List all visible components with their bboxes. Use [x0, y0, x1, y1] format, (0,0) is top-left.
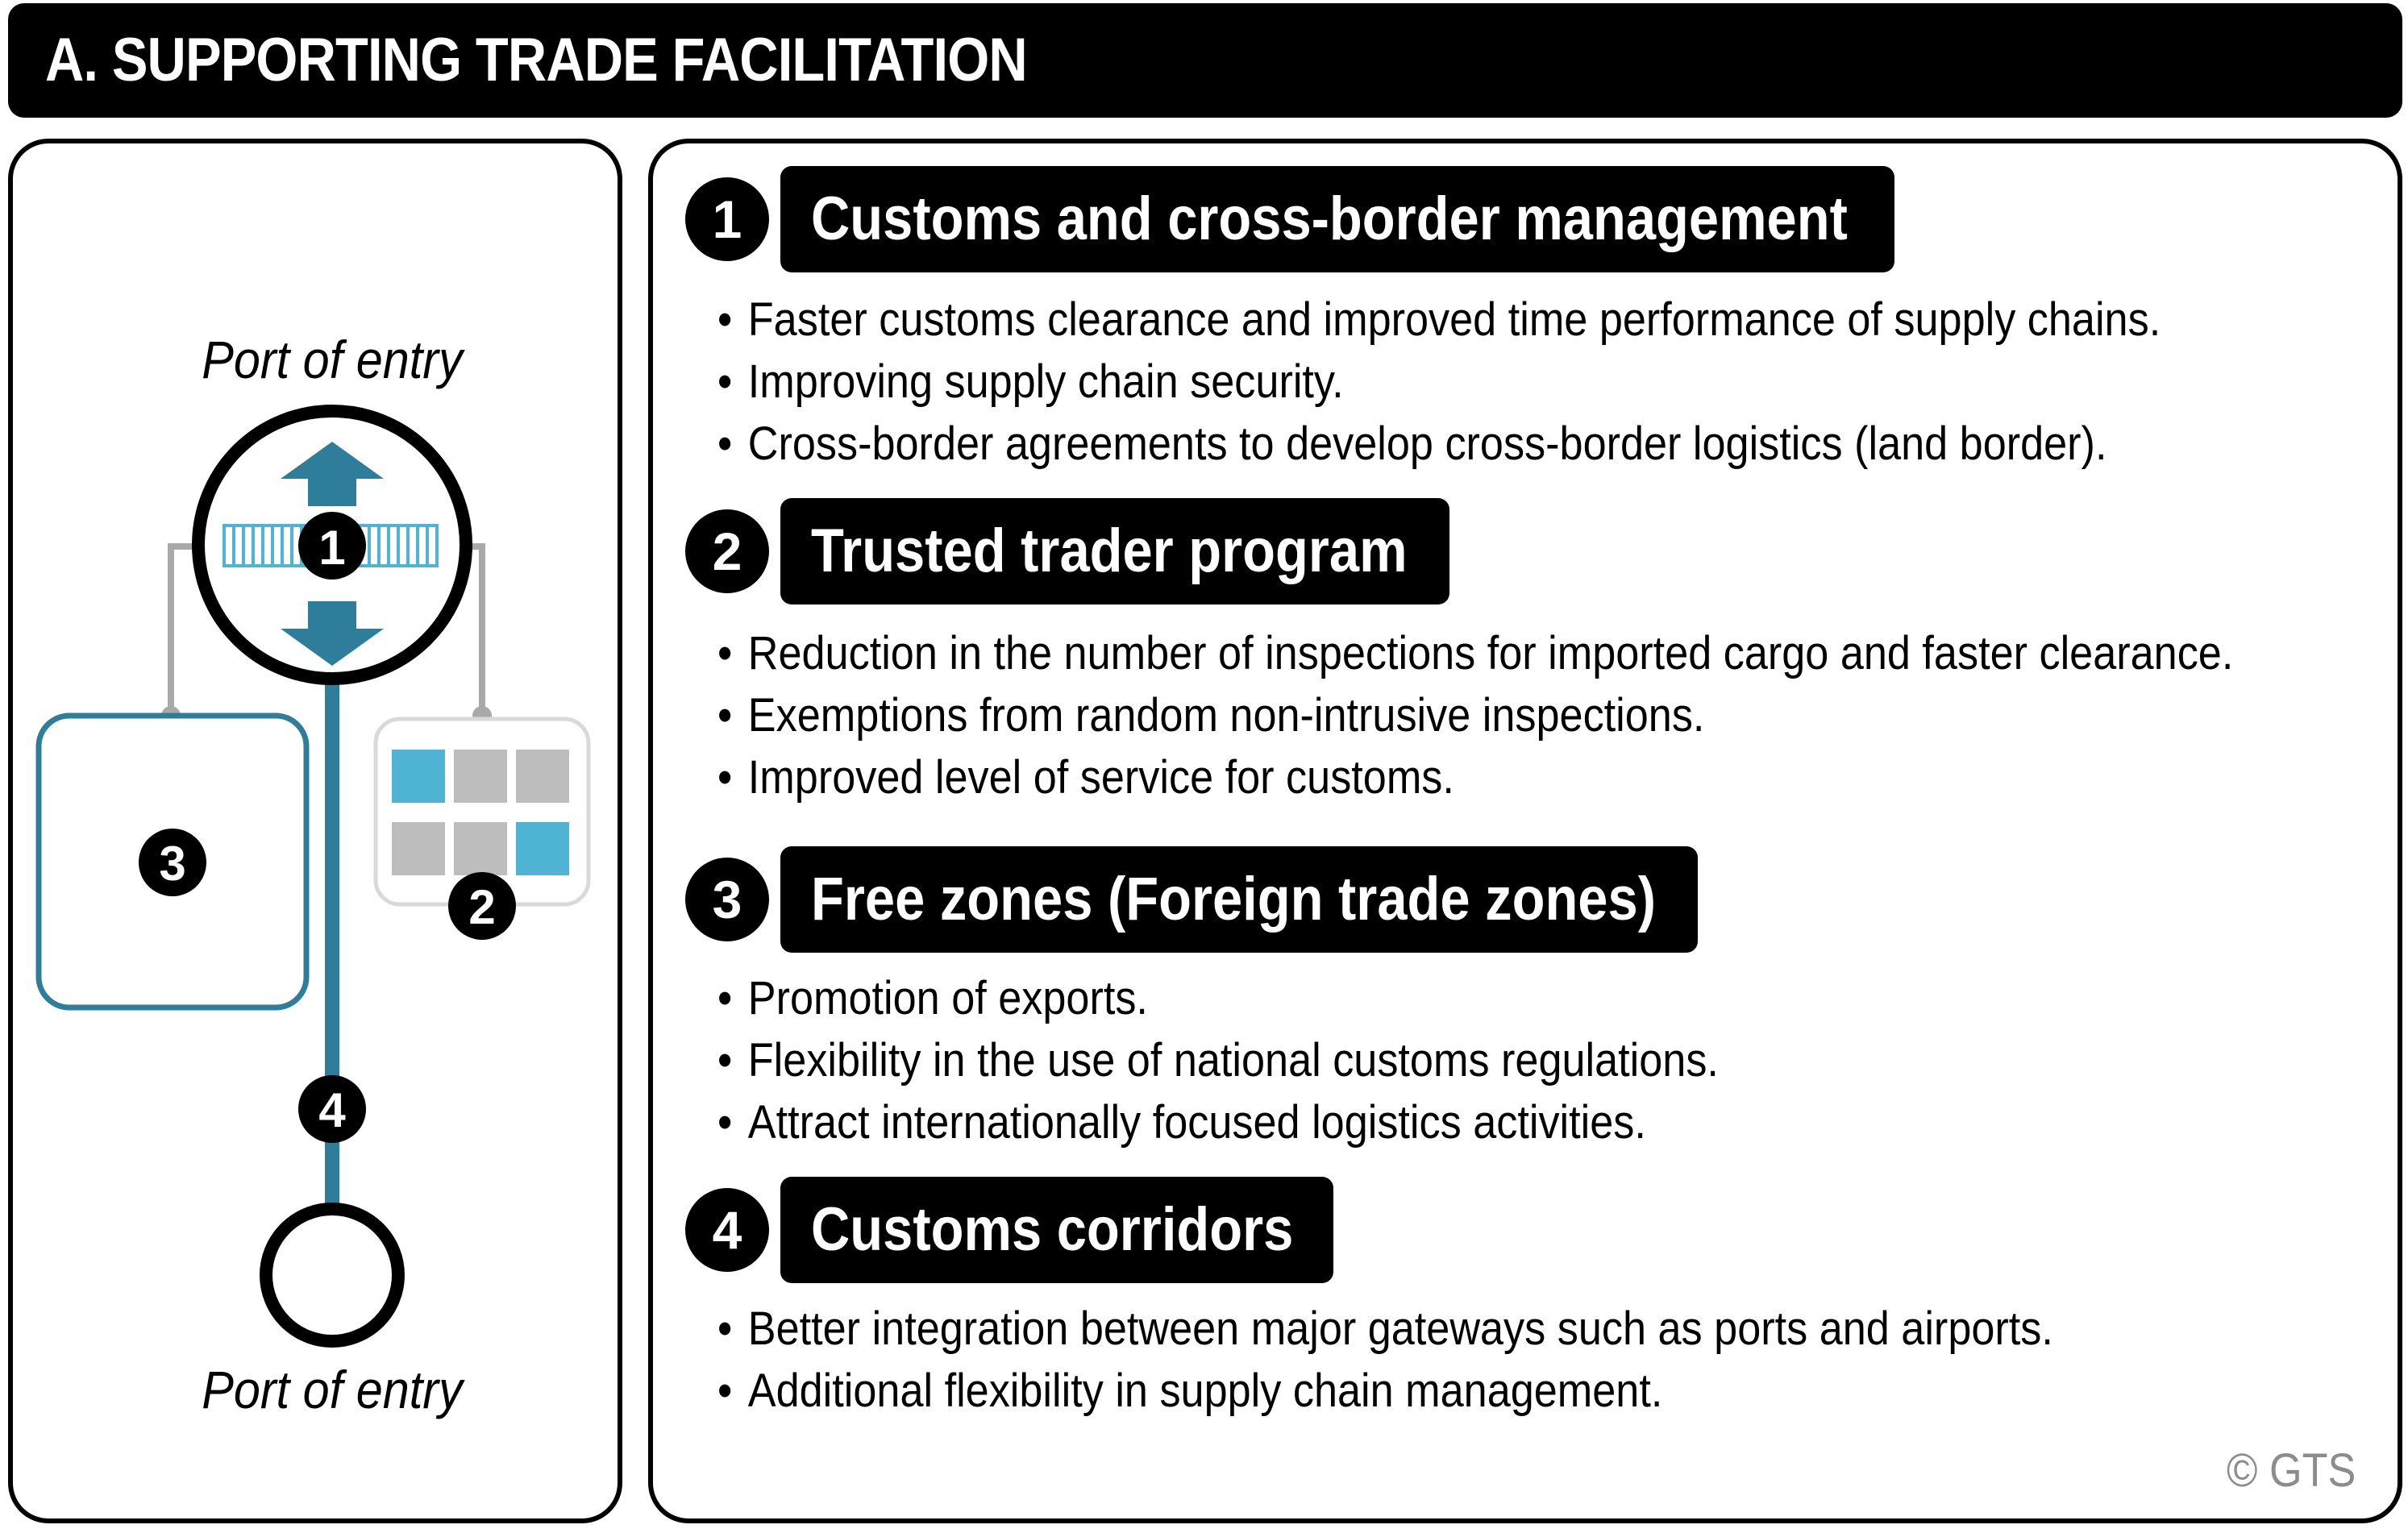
marker-2: [448, 872, 516, 940]
section-number: 3: [685, 858, 769, 941]
list-item: Improved level of service for customs.: [717, 746, 2233, 808]
port-of-entry-bottom-label: Port of entry: [202, 1360, 463, 1419]
page-title: A. SUPPORTING TRADE FACILITATION: [45, 26, 1028, 94]
list-item: Exemptions from random non-intrusive ins…: [717, 684, 2233, 746]
section-heading: Free zones (Foreign trade zones): [780, 846, 1698, 953]
list-item: Faster customs clearance and improved ti…: [717, 289, 2161, 351]
bullet-list: Reduction in the number of inspections f…: [717, 622, 2402, 808]
section-heading: Customs corridors: [780, 1177, 1333, 1283]
title-bar: A. SUPPORTING TRADE FACILITATION: [8, 3, 2402, 118]
port-of-entry-top-label: Port of entry: [202, 330, 463, 389]
section-number: 4: [685, 1188, 769, 1272]
list-item: Additional flexibility in supply chain m…: [717, 1360, 2053, 1422]
arrow-up-icon: [281, 442, 384, 506]
marker-3-label: 3: [159, 837, 185, 891]
copyright-notice: © GTS: [2227, 1444, 2356, 1497]
list-item: Promotion of exports.: [717, 967, 1719, 1029]
marker-4: [298, 1075, 366, 1143]
marker-3: [139, 829, 206, 896]
bullet-list: Faster customs clearance and improved ti…: [717, 289, 2321, 475]
diagram-panel: [8, 139, 622, 1523]
section-heading: Trusted trader program: [780, 498, 1449, 604]
bullet-list: Better integration between major gateway…: [717, 1298, 2202, 1422]
bullet-list: Promotion of exports. Flexibility in the…: [717, 967, 1830, 1153]
section-heading-text: Trusted trader program: [811, 517, 1408, 585]
list-item: Cross-border agreements to develop cross…: [717, 413, 2161, 475]
section-heading-text: Customs and cross-border management: [811, 185, 1848, 253]
inspection-grid: [392, 750, 569, 875]
arrow-down-icon: [281, 601, 384, 666]
section-number: 1: [685, 177, 769, 261]
list-item: Reduction in the number of inspections f…: [717, 622, 2233, 684]
list-item: Improving supply chain security.: [717, 351, 2161, 413]
section-heading-text: Customs corridors: [811, 1195, 1294, 1264]
section-number: 2: [685, 509, 769, 593]
port-of-entry-bottom: [260, 1203, 405, 1348]
marker-4-label: 4: [318, 1083, 346, 1137]
marker-1: [298, 512, 366, 580]
details-panel: [648, 139, 2402, 1523]
section-heading-text: Free zones (Foreign trade zones): [811, 865, 1656, 933]
list-item: Attract internationally focused logistic…: [717, 1091, 1719, 1153]
section-heading: Customs and cross-border management: [780, 166, 1894, 272]
marker-1-label: 1: [318, 521, 345, 575]
marker-2-label: 2: [468, 880, 495, 934]
list-item: Better integration between major gateway…: [717, 1298, 2053, 1360]
list-item: Flexibility in the use of national custo…: [717, 1029, 1719, 1091]
